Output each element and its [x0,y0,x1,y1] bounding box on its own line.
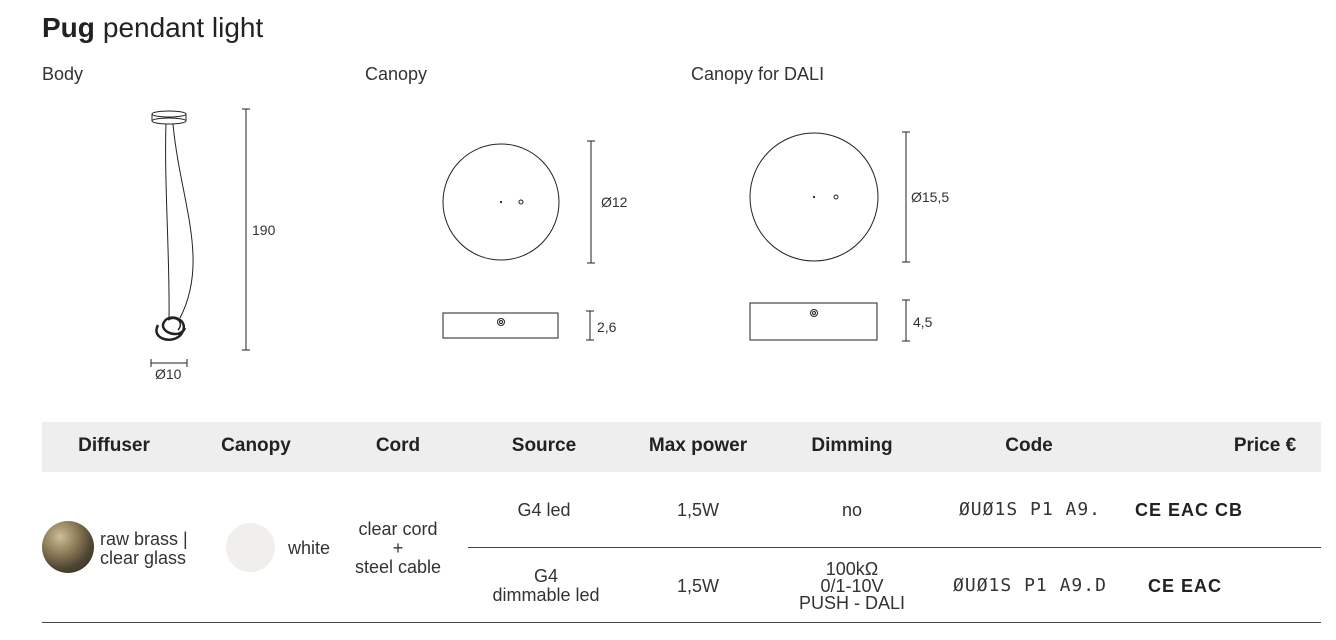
raw-brass-swatch [42,521,94,573]
header-canopy: Canopy [221,435,291,456]
row2-source-line1: G4 [533,566,558,586]
cord-line1: clear cord [358,519,438,539]
dali-height-dim: 4,5 [913,314,933,330]
canopy-value: white [288,538,331,558]
canopy-height-dim: 2,6 [597,319,617,335]
table-header: Diffuser Canopy Cord Source Max power Di… [42,422,1321,472]
diffuser-line1: raw brass | [100,529,188,549]
table-bottom-rule [42,622,1321,623]
row-divider [468,547,1321,548]
white-canopy-swatch [226,523,275,572]
row1-certification-marks: CE EAC CB [1135,500,1244,520]
title-rest: pendant light [102,12,264,43]
row1-power: 1,5W [676,500,719,520]
body-label: Body [42,64,84,84]
header-source: Source [511,435,577,456]
dali-diameter-dim: Ø15,5 [911,189,950,205]
cord-line2: + [392,538,404,558]
canopy-drawing [442,140,595,341]
body-diameter-dim: Ø10 [155,366,182,382]
row2-code: ØUØ1S P1 A9.D [953,575,1107,596]
title-bold: Pug [42,12,95,43]
row2-dimming-line3: PUSH - DALI [798,593,906,613]
row2-dimming-line2: 0/1-10V [820,576,884,596]
row1-source: G4 led [517,500,571,520]
canopy-diameter-dim: Ø12 [601,194,628,210]
cord-line3: steel cable [354,557,442,577]
technical-drawings [150,108,910,367]
diffuser-line2: clear glass [100,548,187,568]
body-drawing [150,108,250,367]
header-dimming: Dimming [811,435,893,456]
row2-certification-marks: CE EAC [1148,576,1223,596]
header-max-power: Max power [648,435,748,456]
header-price: Price € [1233,435,1297,456]
header-code: Code [1005,435,1053,456]
canopy-dali-label: Canopy for DALI [691,64,825,84]
row1-code: ØUØ1S P1 A9. [958,499,1102,520]
row2-dimming-line1: 100kΩ [825,559,879,579]
row1-dimming: no [841,500,863,520]
body-height-dim: 190 [252,222,276,238]
header-cord: Cord [375,435,421,456]
canopy-label: Canopy [365,64,428,84]
row2-source-line2: dimmable led [492,585,600,605]
row2-power: 1,5W [676,576,719,596]
header-diffuser: Diffuser [78,435,150,456]
canopy-dali-drawing [749,131,910,342]
